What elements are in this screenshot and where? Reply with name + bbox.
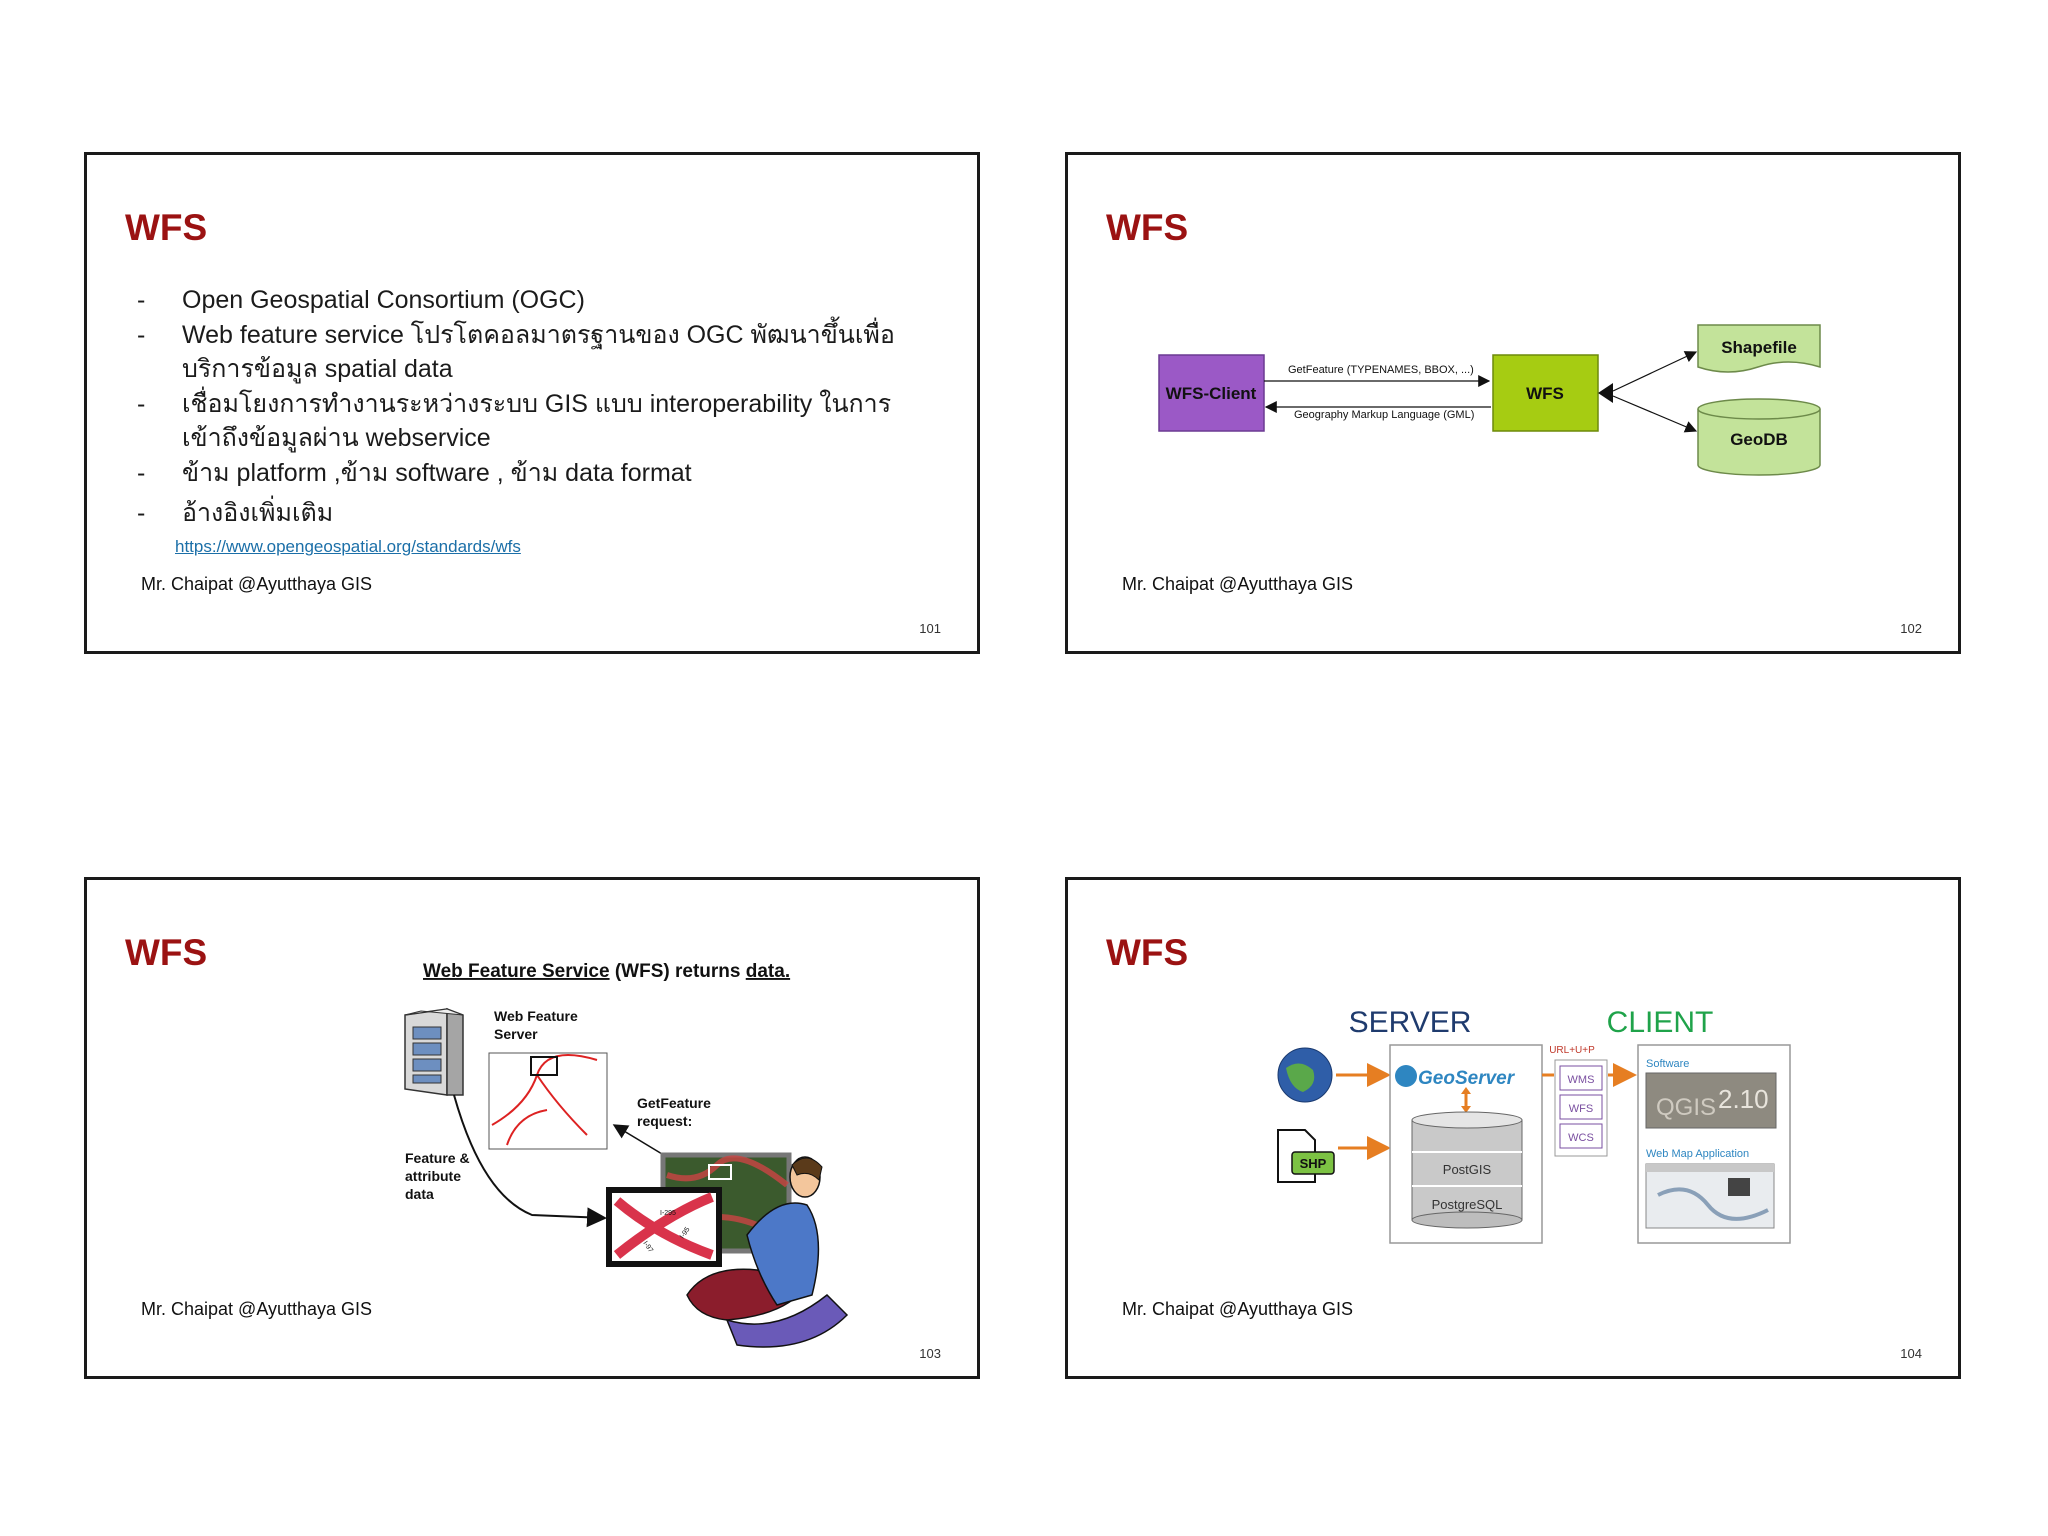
slide-102: WFS WFS-Client GetFeature (TYPENAMES, BB… <box>1065 152 1961 654</box>
slide-104: WFS SERVER CLIENT SHP GeoServer PostGIS <box>1065 877 1961 1379</box>
getfeature-label: request: <box>637 1113 692 1129</box>
return-arrow <box>453 1094 607 1228</box>
bullet-item: -Web feature service โปรโตคอลมาตรฐานของ … <box>137 321 895 383</box>
bullet-item: -ข้าม platform ,ข้าม software , ข้าม dat… <box>137 459 692 487</box>
to-shapefile-arrow <box>1612 351 1698 392</box>
wfs-server-label: WFS <box>1526 384 1564 403</box>
server-label: Server <box>494 1026 538 1042</box>
author-footer: Mr. Chaipat @Ayutthaya GIS <box>1122 1299 1354 1319</box>
shp-label: SHP <box>1300 1156 1327 1171</box>
page-number: 103 <box>919 1346 941 1361</box>
webmap-screenshot <box>1645 1163 1775 1229</box>
wfs-returns-data-illustration: Web Feature Service (WFS) returns data. … <box>404 961 849 1348</box>
geodb-label: GeoDB <box>1730 430 1788 449</box>
author-footer: Mr. Chaipat @Ayutthaya GIS <box>1122 574 1354 594</box>
geoserver-logo-icon <box>1395 1065 1417 1087</box>
server-label: Web Feature <box>494 1008 578 1024</box>
software-label: Software <box>1646 1058 1689 1070</box>
server-client-diagram: SERVER CLIENT SHP GeoServer PostGIS Post… <box>1277 1006 1791 1244</box>
response-label: Geography Markup Language (GML) <box>1294 409 1474 421</box>
postgis-label: PostGIS <box>1443 1162 1492 1177</box>
qgis-version: 2.10 <box>1718 1084 1769 1114</box>
result-roads <box>613 1192 714 1260</box>
slide-title: WFS <box>125 932 208 973</box>
bullet-list: -Open Geospatial Consortium (OGC) -Web f… <box>137 283 917 531</box>
author-footer: Mr. Chaipat @Ayutthaya GIS <box>141 574 373 594</box>
qgis-label: QGIS <box>1656 1094 1716 1121</box>
postgresql-label: PostgreSQL <box>1432 1197 1503 1212</box>
feature-map <box>488 1052 608 1150</box>
feature-label: attribute <box>405 1168 461 1184</box>
request-label: GetFeature (TYPENAMES, BBOX, ...) <box>1288 364 1474 376</box>
page-number: 102 <box>1900 621 1922 636</box>
feature-label: Feature & <box>405 1150 470 1166</box>
slide-103: WFS Web Feature Service (WFS) returns da… <box>84 877 980 1379</box>
service-wfs: WFS <box>1569 1103 1593 1115</box>
heading-wfs: Web Feature Service (WFS) returns data. <box>423 961 790 982</box>
page-number: 101 <box>919 621 941 636</box>
author-footer: Mr. Chaipat @Ayutthaya GIS <box>141 1299 373 1319</box>
svg-text:I-295: I-295 <box>660 1210 676 1217</box>
webmap-label: Web Map Application <box>1646 1148 1749 1160</box>
feature-label: data <box>405 1186 434 1202</box>
slide-101: WFS -Open Geospatial Consortium (OGC) -W… <box>84 152 980 654</box>
wfs-architecture-diagram: WFS-Client GetFeature (TYPENAMES, BBOX, … <box>1158 324 1821 476</box>
join-arrowhead <box>1598 383 1613 403</box>
geodb-cylinder <box>1697 409 1821 476</box>
wfs-server-box <box>1492 354 1599 432</box>
client-heading: CLIENT <box>1607 1006 1714 1039</box>
shapefile-box <box>1697 324 1821 373</box>
page-number: 104 <box>1900 1346 1922 1361</box>
service-wcs: WCS <box>1568 1132 1594 1144</box>
wfs-client-label: WFS-Client <box>1166 384 1257 403</box>
user-figure <box>686 1156 849 1348</box>
shapefile-label: Shapefile <box>1721 338 1797 357</box>
slide-title: WFS <box>1106 932 1189 973</box>
getfeature-label: GetFeature <box>637 1095 711 1111</box>
slide-title: WFS <box>125 207 208 248</box>
bullet-item: -อ้างอิงเพิ่มเติม <box>137 499 334 527</box>
bbox-selection <box>530 1056 558 1076</box>
wfs-client-box <box>1158 354 1265 432</box>
bullet-item: -เชื่อมโยงการทำงานระหว่างระบบ GIS แบบ in… <box>137 390 892 452</box>
server-icon <box>404 1007 464 1096</box>
database-stack-icon <box>1411 1111 1523 1229</box>
geoserver-label: GeoServer <box>1418 1068 1516 1089</box>
slide-title: WFS <box>1106 207 1189 248</box>
server-heading: SERVER <box>1349 1006 1472 1039</box>
url-label: URL+U+P <box>1549 1045 1595 1056</box>
bullet-item: -Open Geospatial Consortium (OGC) <box>137 286 585 314</box>
reference-link[interactable]: https://www.opengeospatial.org/standards… <box>175 537 521 556</box>
service-wms: WMS <box>1568 1074 1595 1086</box>
to-geodb-arrow <box>1612 395 1698 433</box>
qgis-splash-image <box>1645 1072 1777 1129</box>
